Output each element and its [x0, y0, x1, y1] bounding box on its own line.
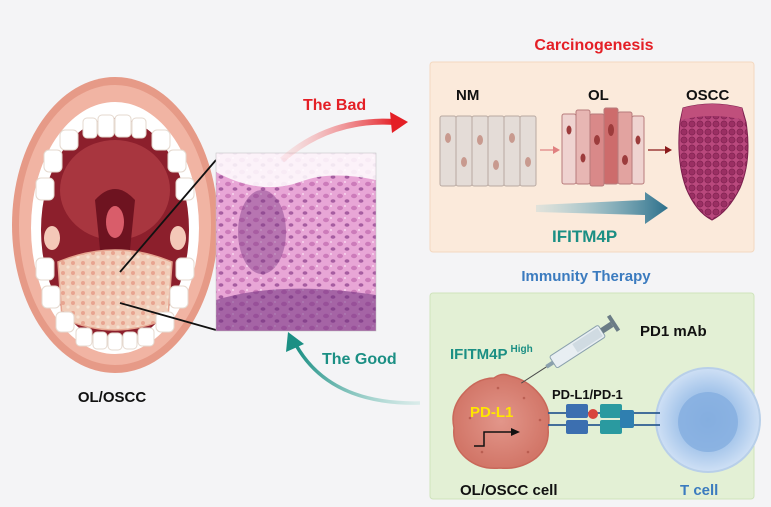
pd1-mab-label: PD1 mAb — [640, 323, 707, 340]
mouth-illustration — [12, 77, 218, 373]
ol-label: OL — [588, 87, 609, 104]
oscc-label: OSCC — [686, 87, 730, 104]
ol-oscc-cell — [452, 373, 550, 470]
zoom-line-bottom — [119, 302, 217, 331]
zoom-line-top — [119, 159, 217, 273]
the-good-arrowhead — [286, 332, 304, 352]
t-cell-label: T cell — [680, 482, 718, 499]
promoter-arrow — [474, 431, 514, 447]
t-cell-nucleus — [678, 392, 738, 452]
ol-oscc-label: OL/OSCC — [78, 389, 147, 406]
ol-oscc-cell-label: OL/OSCC cell — [460, 482, 558, 499]
nm-label: NM — [456, 87, 479, 104]
pd-l1-pd-1-complex — [548, 404, 660, 434]
pd-l1-pd-1-label: PD-L1/PD-1 — [552, 387, 623, 402]
pd1-mab-syringe — [521, 314, 621, 384]
ifitm4p-high-superscript: High — [511, 344, 533, 355]
nm-cells — [439, 115, 537, 187]
the-bad-arrowhead — [390, 112, 408, 133]
carcinogenesis-title: Carcinogenesis — [534, 37, 653, 54]
ifitm4p-progression-arrow — [536, 192, 668, 224]
immunity-therapy-title: Immunity Therapy — [521, 268, 651, 285]
ifitm4p-label: IFITM4P — [552, 227, 617, 246]
pd-l1-label: PD-L1 — [470, 404, 513, 421]
ifitm4p-high-base: IFITM4P — [450, 346, 508, 363]
the-bad-arrow — [280, 118, 396, 163]
the-good-label: The Good — [322, 351, 397, 368]
the-good-arrow — [294, 344, 421, 405]
the-bad-label: The Bad — [303, 97, 366, 114]
ol-cells — [561, 107, 645, 187]
histology-image — [215, 152, 377, 332]
oscc-tumor — [678, 103, 749, 221]
